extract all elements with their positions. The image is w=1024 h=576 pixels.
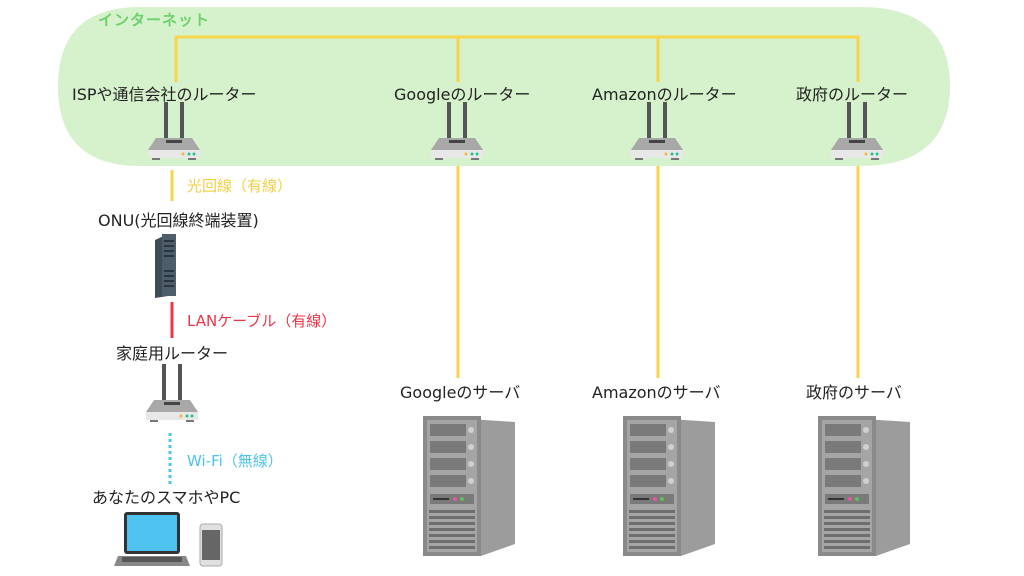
google-router-label: Googleのルーター [394, 85, 531, 104]
smartphone-icon [199, 523, 223, 567]
onu-label: ONU(光回線終端装置) [98, 211, 259, 230]
isp-router-label: ISPや通信会社のルーター [72, 85, 257, 104]
wifi-label: Wi-Fi（無線） [187, 452, 283, 470]
government-router-label: 政府のルーター [796, 85, 909, 104]
onu-icon [155, 234, 176, 298]
laptop-icon [114, 512, 190, 566]
fiber-label: 光回線（有線） [187, 177, 293, 195]
amazon-server-label: Amazonのサーバ [592, 383, 721, 402]
server-uplinks [456, 166, 860, 378]
internet-title: インターネット [98, 11, 211, 29]
government-server-icon [818, 416, 910, 556]
user-device-label: あなたのスマホやPC [92, 488, 241, 507]
government-server-label: 政府のサーバ [806, 383, 902, 402]
home-router-icon [146, 364, 198, 422]
home-router-label: 家庭用ルーター [116, 344, 229, 363]
internet-cloud [58, 7, 950, 166]
internet-backbone [174, 35, 860, 82]
lan-label: LANケーブル（有線） [187, 312, 337, 330]
amazon-server-icon [623, 416, 715, 556]
google-server-icon [423, 416, 515, 556]
amazon-router-label: Amazonのルーター [592, 85, 737, 104]
google-server-label: Googleのサーバ [400, 383, 521, 402]
